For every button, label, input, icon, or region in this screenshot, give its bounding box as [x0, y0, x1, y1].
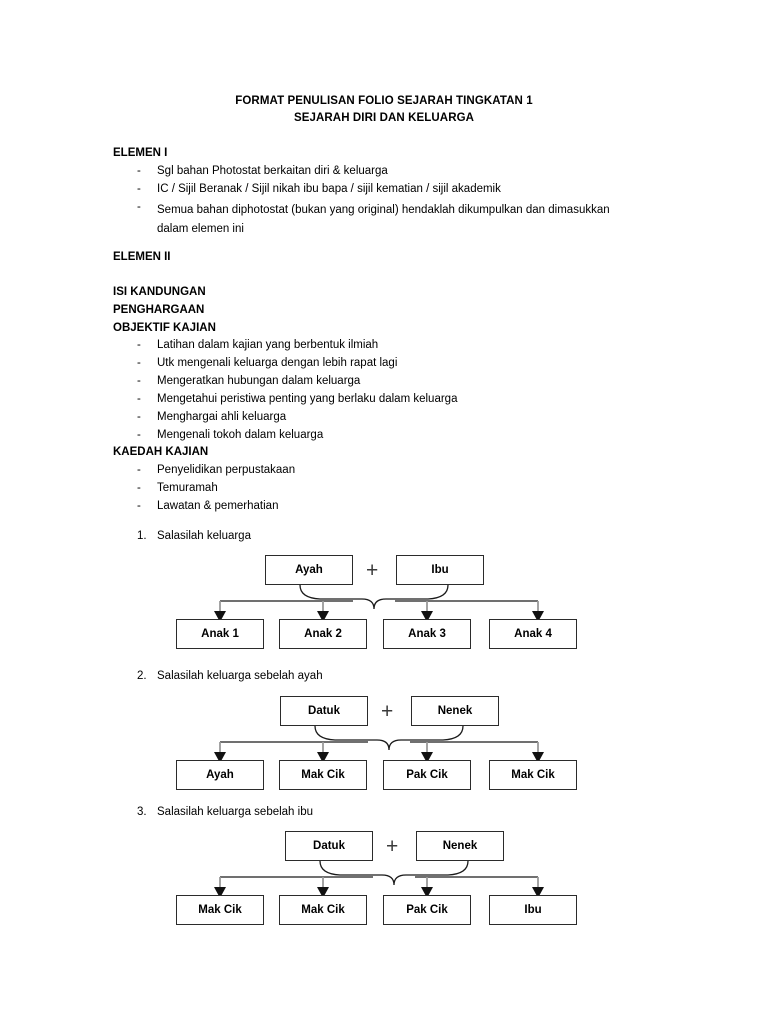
list-item-label: Temuramah — [157, 482, 218, 494]
tree-node-child[interactable]: Pak Cik — [383, 895, 471, 925]
list-item-label: IC / Sijil Beranak / Sijil nikah ibu bap… — [157, 183, 501, 195]
tree-node-child[interactable]: Anak 3 — [383, 619, 471, 649]
item-caption: Salasilah keluarga sebelah ayah — [157, 670, 323, 682]
list-item-label: Lawatan & pemerhatian — [157, 500, 279, 512]
tree-node-child[interactable]: Mak Cik — [279, 760, 367, 790]
tree-node-child[interactable]: Mak Cik — [489, 760, 577, 790]
dash-bullet: - — [137, 482, 141, 494]
item-caption: Salasilah keluarga — [157, 530, 251, 542]
list-item-label: Mengenali tokoh dalam keluarga — [157, 429, 324, 441]
dash-bullet: - — [137, 339, 141, 351]
heading-kaedah-kajian: KAEDAH KAJIAN — [113, 446, 209, 458]
list-item-label: Mengeratkan hubungan dalam keluarga — [157, 375, 361, 387]
item-number: 3. — [137, 806, 147, 818]
tree-node-child[interactable]: Ibu — [489, 895, 577, 925]
item-number: 2. — [137, 670, 147, 682]
list-item-label: Menghargai ahli keluarga — [157, 411, 287, 423]
tree-node-parent-left[interactable]: Datuk — [285, 831, 373, 861]
tree-node-parent-left[interactable]: Ayah — [265, 555, 353, 585]
tree-node-child[interactable]: Anak 2 — [279, 619, 367, 649]
list-item-label: Semua bahan diphotostat (bukan yang orig… — [157, 204, 610, 235]
dash-bullet: - — [137, 201, 141, 213]
document-title-line-1: FORMAT PENULISAN FOLIO SEJARAH TINGKATAN… — [235, 95, 533, 107]
item-number: 1. — [137, 530, 147, 542]
tree-node-child[interactable]: Mak Cik — [176, 895, 264, 925]
list-item-label: Mengetahui peristiwa penting yang berlak… — [157, 393, 458, 405]
list-item-label: Sgl bahan Photostat berkaitan diri & kel… — [157, 165, 388, 177]
list-item-label: Latihan dalam kajian yang berbentuk ilmi… — [157, 339, 379, 351]
dash-bullet: - — [137, 375, 141, 387]
dash-bullet: - — [137, 165, 141, 177]
plus-icon: + — [366, 559, 379, 582]
tree-connectors — [214, 584, 544, 622]
tree-node-child[interactable]: Ayah — [176, 760, 264, 790]
family-tree-diagram-1: Ayah + Ibu Anak 1 Anak 2 Anak 3 Anak 4 — [0, 552, 768, 657]
plus-icon: + — [381, 700, 394, 723]
tree-node-child[interactable]: Anak 1 — [176, 619, 264, 649]
tree-node-child[interactable]: Mak Cik — [279, 895, 367, 925]
dash-bullet: - — [137, 411, 141, 423]
dash-bullet: - — [137, 393, 141, 405]
heading-objektif-kajian: OBJEKTIF KAJIAN — [113, 322, 216, 334]
tree-node-child[interactable]: Pak Cik — [383, 760, 471, 790]
item-caption: Salasilah keluarga sebelah ibu — [157, 806, 313, 818]
heading-penghargaan: PENGHARGAAN — [113, 304, 205, 316]
dash-bullet: - — [137, 464, 141, 476]
tree-node-parent-right[interactable]: Nenek — [416, 831, 504, 861]
tree-node-parent-left[interactable]: Datuk — [280, 696, 368, 726]
tree-node-child[interactable]: Anak 4 — [489, 619, 577, 649]
document-title-line-2: SEJARAH DIRI DAN KELUARGA — [293, 112, 475, 124]
dash-bullet: - — [137, 357, 141, 369]
tree-connectors — [214, 860, 544, 898]
list-item-label: Penyelidikan perpustakaan — [157, 464, 296, 476]
dash-bullet: - — [137, 429, 141, 441]
heading-isi-kandungan: ISI KANDUNGAN — [113, 286, 206, 298]
tree-node-parent-right[interactable]: Ibu — [396, 555, 484, 585]
heading-elemen-1: ELEMEN I — [113, 147, 168, 159]
tree-connectors — [214, 725, 544, 763]
list-item-label: Utk mengenali keluarga dengan lebih rapa… — [157, 357, 398, 369]
heading-elemen-2: ELEMEN II — [113, 251, 171, 263]
family-tree-diagram-2: Datuk + Nenek Ayah Mak Cik Pak Cik Mak C… — [0, 693, 768, 798]
dash-bullet: - — [137, 500, 141, 512]
tree-node-parent-right[interactable]: Nenek — [411, 696, 499, 726]
family-tree-diagram-3: Datuk + Nenek Mak Cik Mak Cik Pak Cik Ib… — [0, 828, 768, 933]
dash-bullet: - — [137, 183, 141, 195]
plus-icon: + — [386, 835, 399, 858]
